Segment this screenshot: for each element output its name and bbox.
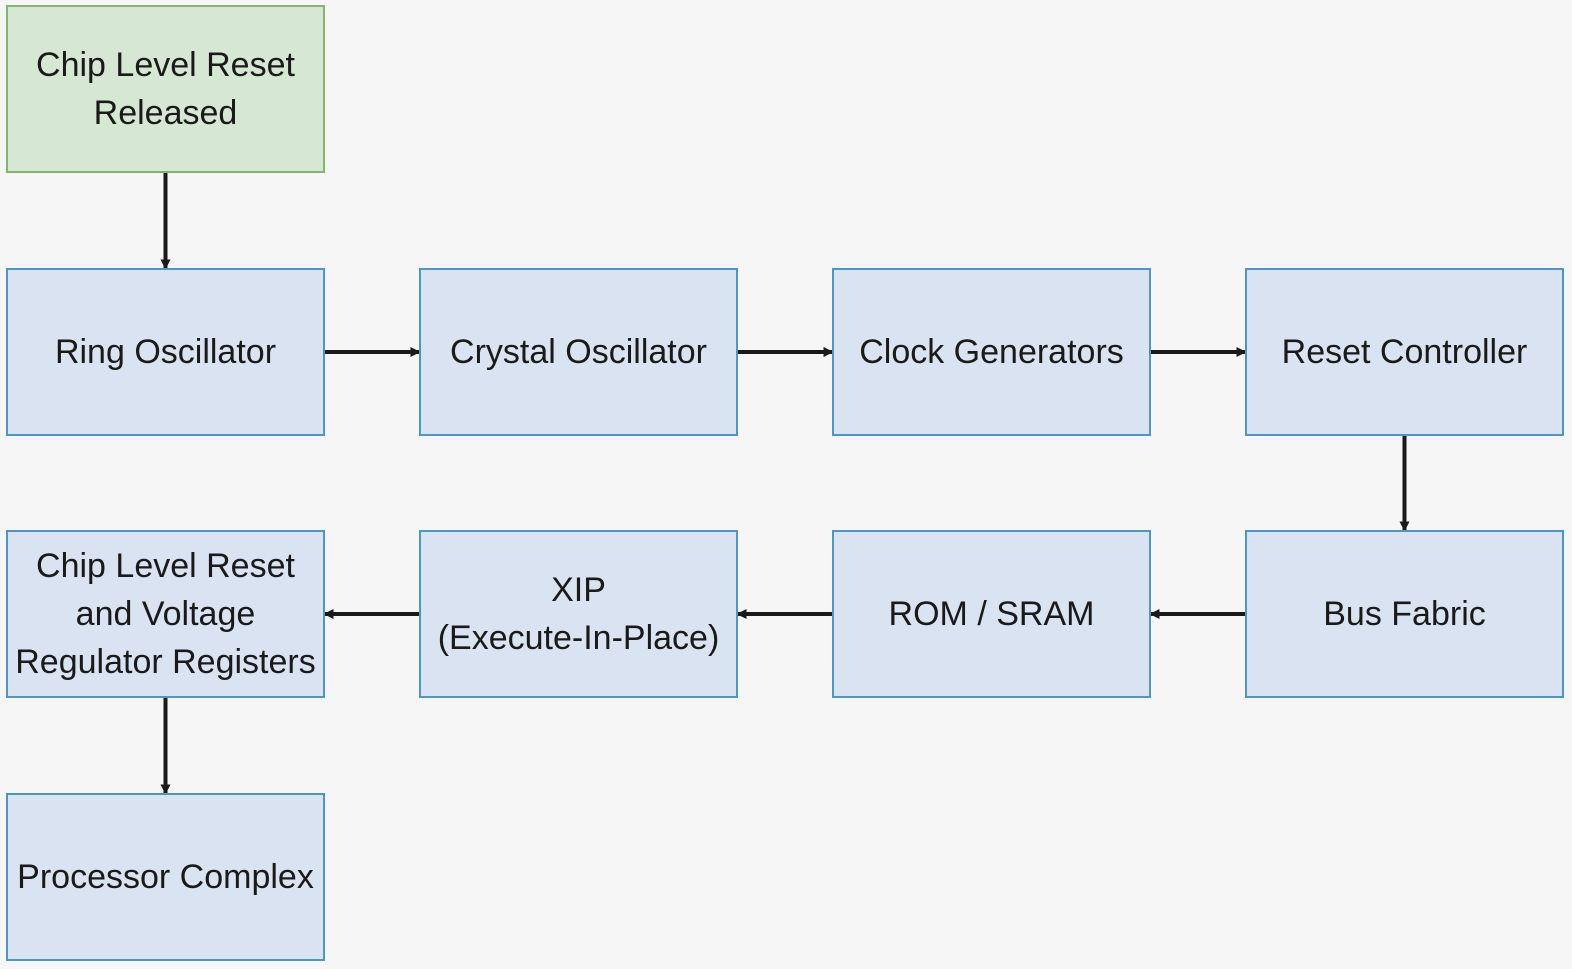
- node-clock-generators: Clock Generators: [832, 268, 1151, 436]
- node-crystal-oscillator: Crystal Oscillator: [419, 268, 738, 436]
- node-processor-complex: Processor Complex: [6, 793, 325, 961]
- node-rom-sram: ROM / SRAM: [832, 530, 1151, 698]
- node-xip: XIP (Execute-In-Place): [419, 530, 738, 698]
- node-ring-oscillator: Ring Oscillator: [6, 268, 325, 436]
- node-bus-fabric: Bus Fabric: [1245, 530, 1564, 698]
- node-chip-reset-voltage: Chip Level Reset and Voltage Regulator R…: [6, 530, 325, 698]
- node-reset-controller: Reset Controller: [1245, 268, 1564, 436]
- node-chip-reset-released: Chip Level Reset Released: [6, 5, 325, 173]
